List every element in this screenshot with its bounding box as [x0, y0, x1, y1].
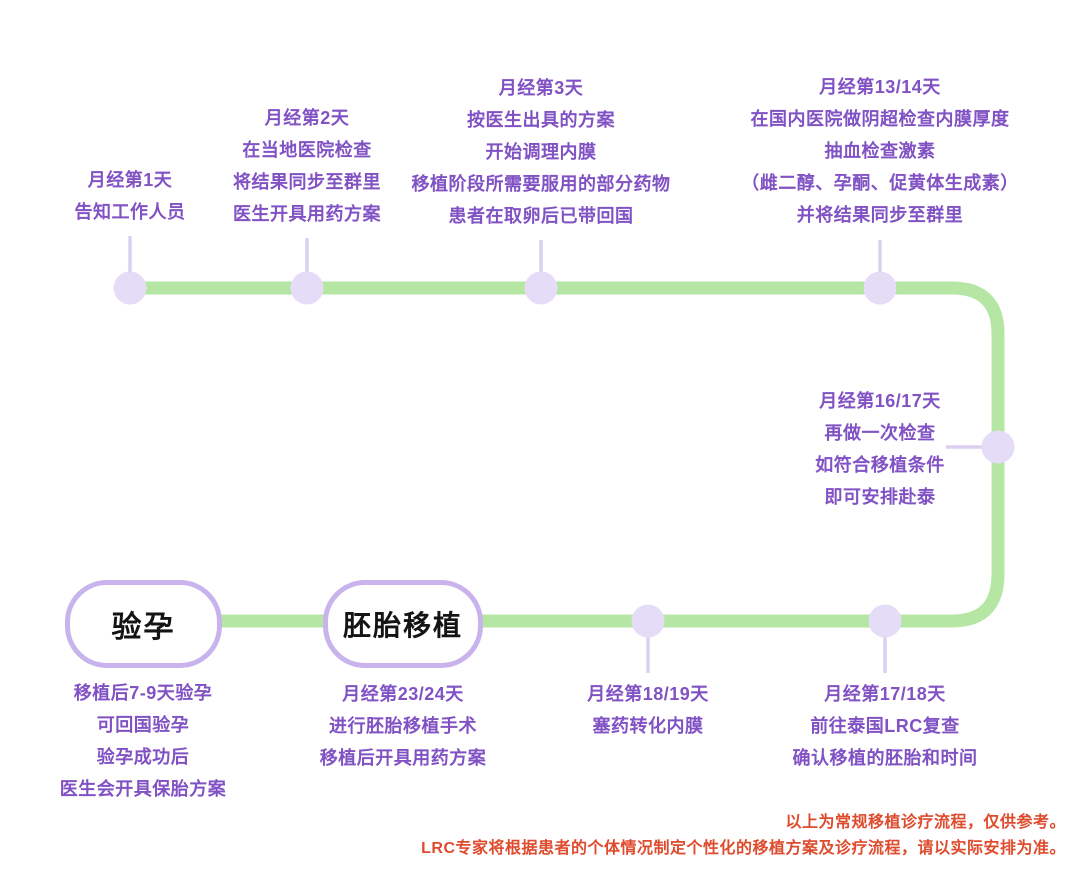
note-line: 前往泰国LRC复查 [810, 716, 960, 736]
note-line: 开始调理内膜 [485, 142, 597, 162]
timeline-node-step5 [981, 430, 1015, 464]
note-line: 医生会开具保胎方案 [59, 779, 227, 799]
note-line: 月经第17/18天 [824, 684, 946, 704]
timeline-node-step1 [113, 271, 147, 305]
step-note-day18-19: 月经第18/19天 塞药转化内膜 [587, 678, 709, 742]
step-note-day3: 月经第3天 按医生出具的方案 开始调理内膜 移植阶段所需要服用的部分药物 患者在… [412, 72, 671, 232]
note-line: 将结果同步至群里 [233, 172, 381, 192]
step-note-day2: 月经第2天 在当地医院检查 将结果同步至群里 医生开具用药方案 [233, 102, 381, 230]
disclaimer-line: 以上为常规移植诊疗流程，仅供参考。 [785, 814, 1066, 831]
note-line: 在国内医院做阴超检查内膜厚度 [750, 109, 1010, 129]
note-line: 月经第3天 [498, 78, 584, 98]
note-line: 如符合移植条件 [815, 455, 945, 475]
timeline-node-step3 [524, 271, 558, 305]
step-note-day13-14: 月经第13/14天 在国内医院做阴超检查内膜厚度 抽血检查激素 （雌二醇、孕酮、… [741, 71, 1019, 231]
milestone-pill-embryo-transfer: 胚胎移植 [323, 580, 483, 668]
step-note-day17-18: 月经第17/18天 前往泰国LRC复查 确认移植的胚胎和时间 [793, 678, 978, 774]
disclaimer-text: 以上为常规移植诊疗流程，仅供参考。 LRC专家将根据患者的个体情况制定个性化的移… [421, 810, 1066, 862]
step-note-day1: 月经第1天 告知工作人员 [75, 164, 186, 228]
note-line: 进行胚胎移植手术 [329, 716, 477, 736]
timeline-node-step7 [631, 604, 665, 638]
note-line: 月经第23/24天 [342, 684, 464, 704]
note-line: 在当地医院检查 [242, 140, 372, 160]
note-line: 患者在取卵后已带回国 [448, 206, 634, 226]
note-line: 验孕成功后 [96, 747, 190, 767]
step-note-day23-24: 月经第23/24天 进行胚胎移植手术 移植后开具用药方案 [320, 678, 487, 774]
disclaimer-line: LRC专家将根据患者的个体情况制定个性化的移植方案及诊疗流程，请以实际安排为准。 [421, 840, 1066, 857]
note-line: 并将结果同步至群里 [796, 205, 964, 225]
note-line: 确认移植的胚胎和时间 [792, 748, 978, 768]
note-line: 抽血检查激素 [824, 141, 936, 161]
note-line: （雌二醇、孕酮、促黄体生成素） [741, 173, 1019, 193]
timeline-node-step2 [290, 271, 324, 305]
note-line: 移植后开具用药方案 [319, 748, 487, 768]
note-line: 再做一次检查 [824, 423, 936, 443]
timeline-node-step4 [863, 271, 897, 305]
note-line: 移植阶段所需要服用的部分药物 [411, 174, 671, 194]
note-line: 可回国验孕 [96, 715, 190, 735]
step-note-pregnancy-test: 移植后7-9天验孕 可回国验孕 验孕成功后 医生会开具保胎方案 [60, 677, 227, 805]
milestone-pill-pregnancy-test: 验孕 [65, 580, 222, 668]
note-line: 月经第18/19天 [587, 684, 709, 704]
note-line: 塞药转化内膜 [592, 716, 704, 736]
milestone-label: 胚胎移植 [342, 610, 463, 641]
note-line: 按医生出具的方案 [467, 110, 615, 130]
note-line: 告知工作人员 [74, 202, 186, 222]
note-line: 即可安排赴泰 [824, 487, 936, 507]
note-line: 移植后7-9天验孕 [73, 683, 213, 703]
note-line: 医生开具用药方案 [233, 204, 381, 224]
note-line: 月经第1天 [87, 170, 173, 190]
step-note-day16-17: 月经第16/17天 再做一次检查 如符合移植条件 即可安排赴泰 [815, 385, 945, 513]
milestone-label: 验孕 [111, 611, 176, 644]
note-line: 月经第2天 [264, 108, 350, 128]
note-line: 月经第13/14天 [819, 77, 941, 97]
note-line: 月经第16/17天 [819, 391, 941, 411]
timeline-node-step6 [868, 604, 902, 638]
